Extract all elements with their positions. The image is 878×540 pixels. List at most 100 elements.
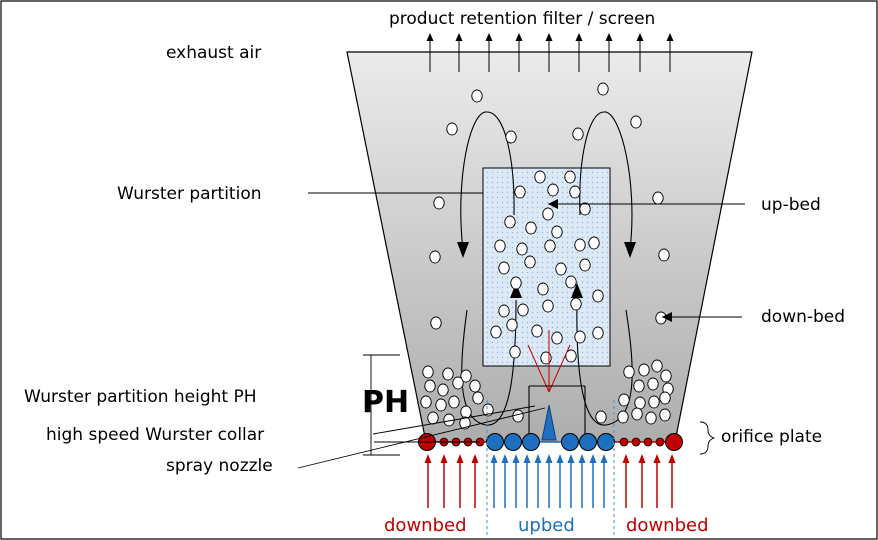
downbed-arrowhead bbox=[668, 454, 676, 463]
downbed-left-label: downbed bbox=[384, 515, 467, 536]
bead-blue bbox=[522, 433, 540, 451]
partition-height-label: Wurster partition height PH bbox=[24, 387, 257, 407]
particle bbox=[564, 170, 576, 184]
particle bbox=[422, 365, 434, 379]
particle bbox=[592, 289, 604, 303]
particle bbox=[658, 248, 670, 262]
particle bbox=[446, 122, 458, 136]
particle bbox=[525, 221, 537, 235]
exhaust-arrowhead bbox=[636, 33, 644, 41]
upbed-arrowhead bbox=[545, 454, 553, 463]
orifice-plate-label: orifice plate bbox=[721, 427, 822, 447]
upbed-arrowhead bbox=[534, 454, 542, 463]
particle bbox=[660, 369, 672, 383]
particle bbox=[498, 261, 510, 275]
particle bbox=[574, 238, 586, 252]
zone-dividers bbox=[486, 400, 615, 538]
particle bbox=[618, 393, 630, 407]
particle bbox=[510, 276, 522, 290]
particle bbox=[534, 170, 546, 184]
exhaust-arrows bbox=[426, 33, 674, 72]
spray-nozzle-label: spray nozzle bbox=[166, 456, 273, 476]
downbed-arrowhead bbox=[440, 454, 448, 463]
particle bbox=[494, 239, 506, 253]
particle bbox=[572, 127, 584, 141]
particle bbox=[634, 396, 646, 410]
particle bbox=[542, 299, 554, 313]
particle bbox=[597, 82, 609, 96]
particle bbox=[524, 255, 536, 269]
particle bbox=[504, 215, 516, 229]
particle bbox=[551, 331, 563, 345]
bead-blue bbox=[561, 433, 579, 451]
downbed-arrowhead bbox=[653, 454, 661, 463]
particle bbox=[547, 183, 559, 197]
particle bbox=[506, 318, 518, 332]
particle bbox=[544, 239, 556, 253]
particle bbox=[617, 410, 629, 424]
bead-blue bbox=[504, 433, 522, 451]
particle bbox=[645, 411, 657, 425]
particle bbox=[638, 363, 650, 377]
wurster-partition-label: Wurster partition bbox=[117, 184, 262, 204]
filter-label: product retention filter / screen bbox=[389, 9, 655, 29]
exhaust-arrowhead bbox=[605, 33, 613, 41]
exhaust-arrowhead bbox=[426, 33, 434, 41]
particle bbox=[570, 297, 582, 311]
bead-blue bbox=[597, 433, 615, 451]
leader-arrowheads bbox=[548, 199, 672, 322]
bead-blue bbox=[486, 433, 504, 451]
particle bbox=[551, 225, 563, 239]
particle bbox=[514, 185, 526, 199]
particle bbox=[516, 242, 528, 256]
upbed-arrowhead bbox=[556, 454, 564, 463]
particle bbox=[633, 379, 645, 393]
collar bbox=[528, 385, 586, 442]
exhaust-arrowhead bbox=[485, 33, 493, 41]
particle bbox=[437, 383, 449, 397]
bead-large-right bbox=[665, 433, 683, 451]
particle bbox=[630, 115, 642, 129]
leader-lines bbox=[297, 192, 745, 469]
downbed-arrowhead bbox=[456, 454, 464, 463]
particle bbox=[648, 395, 660, 409]
upbed-arrowhead bbox=[578, 454, 586, 463]
upbed-arrowhead bbox=[600, 454, 608, 463]
exhaust-arrowhead bbox=[545, 33, 553, 41]
particle bbox=[482, 403, 494, 417]
particle bbox=[542, 207, 554, 221]
particle bbox=[442, 367, 454, 381]
exhaust-arrowhead bbox=[515, 33, 523, 41]
particle bbox=[574, 330, 586, 344]
airflow-arrows bbox=[424, 454, 676, 508]
particle bbox=[659, 391, 671, 405]
bead-small bbox=[655, 437, 665, 447]
ph-label: PH bbox=[362, 385, 409, 420]
exhaust-arrowhead bbox=[455, 33, 463, 41]
upbed-arrowhead bbox=[523, 454, 531, 463]
particle bbox=[595, 410, 607, 424]
down-bed-label: down-bed bbox=[761, 307, 845, 327]
particle bbox=[512, 409, 524, 423]
particle bbox=[588, 236, 600, 250]
particle bbox=[651, 359, 663, 373]
particle bbox=[430, 316, 442, 330]
particle bbox=[433, 196, 445, 210]
particles bbox=[420, 82, 674, 430]
particle bbox=[659, 408, 671, 422]
upbed-arrowhead bbox=[501, 454, 509, 463]
exhaust-air-label: exhaust air bbox=[166, 43, 261, 63]
particle bbox=[460, 405, 472, 419]
upbed-arrowhead bbox=[512, 454, 520, 463]
particle bbox=[592, 326, 604, 340]
particle bbox=[452, 376, 464, 390]
bead-small bbox=[631, 437, 641, 447]
downbed-arrowhead bbox=[638, 454, 646, 463]
bead-blue bbox=[579, 433, 597, 451]
particle bbox=[498, 304, 510, 318]
particle bbox=[490, 325, 502, 339]
downbed-arrowhead bbox=[622, 454, 630, 463]
